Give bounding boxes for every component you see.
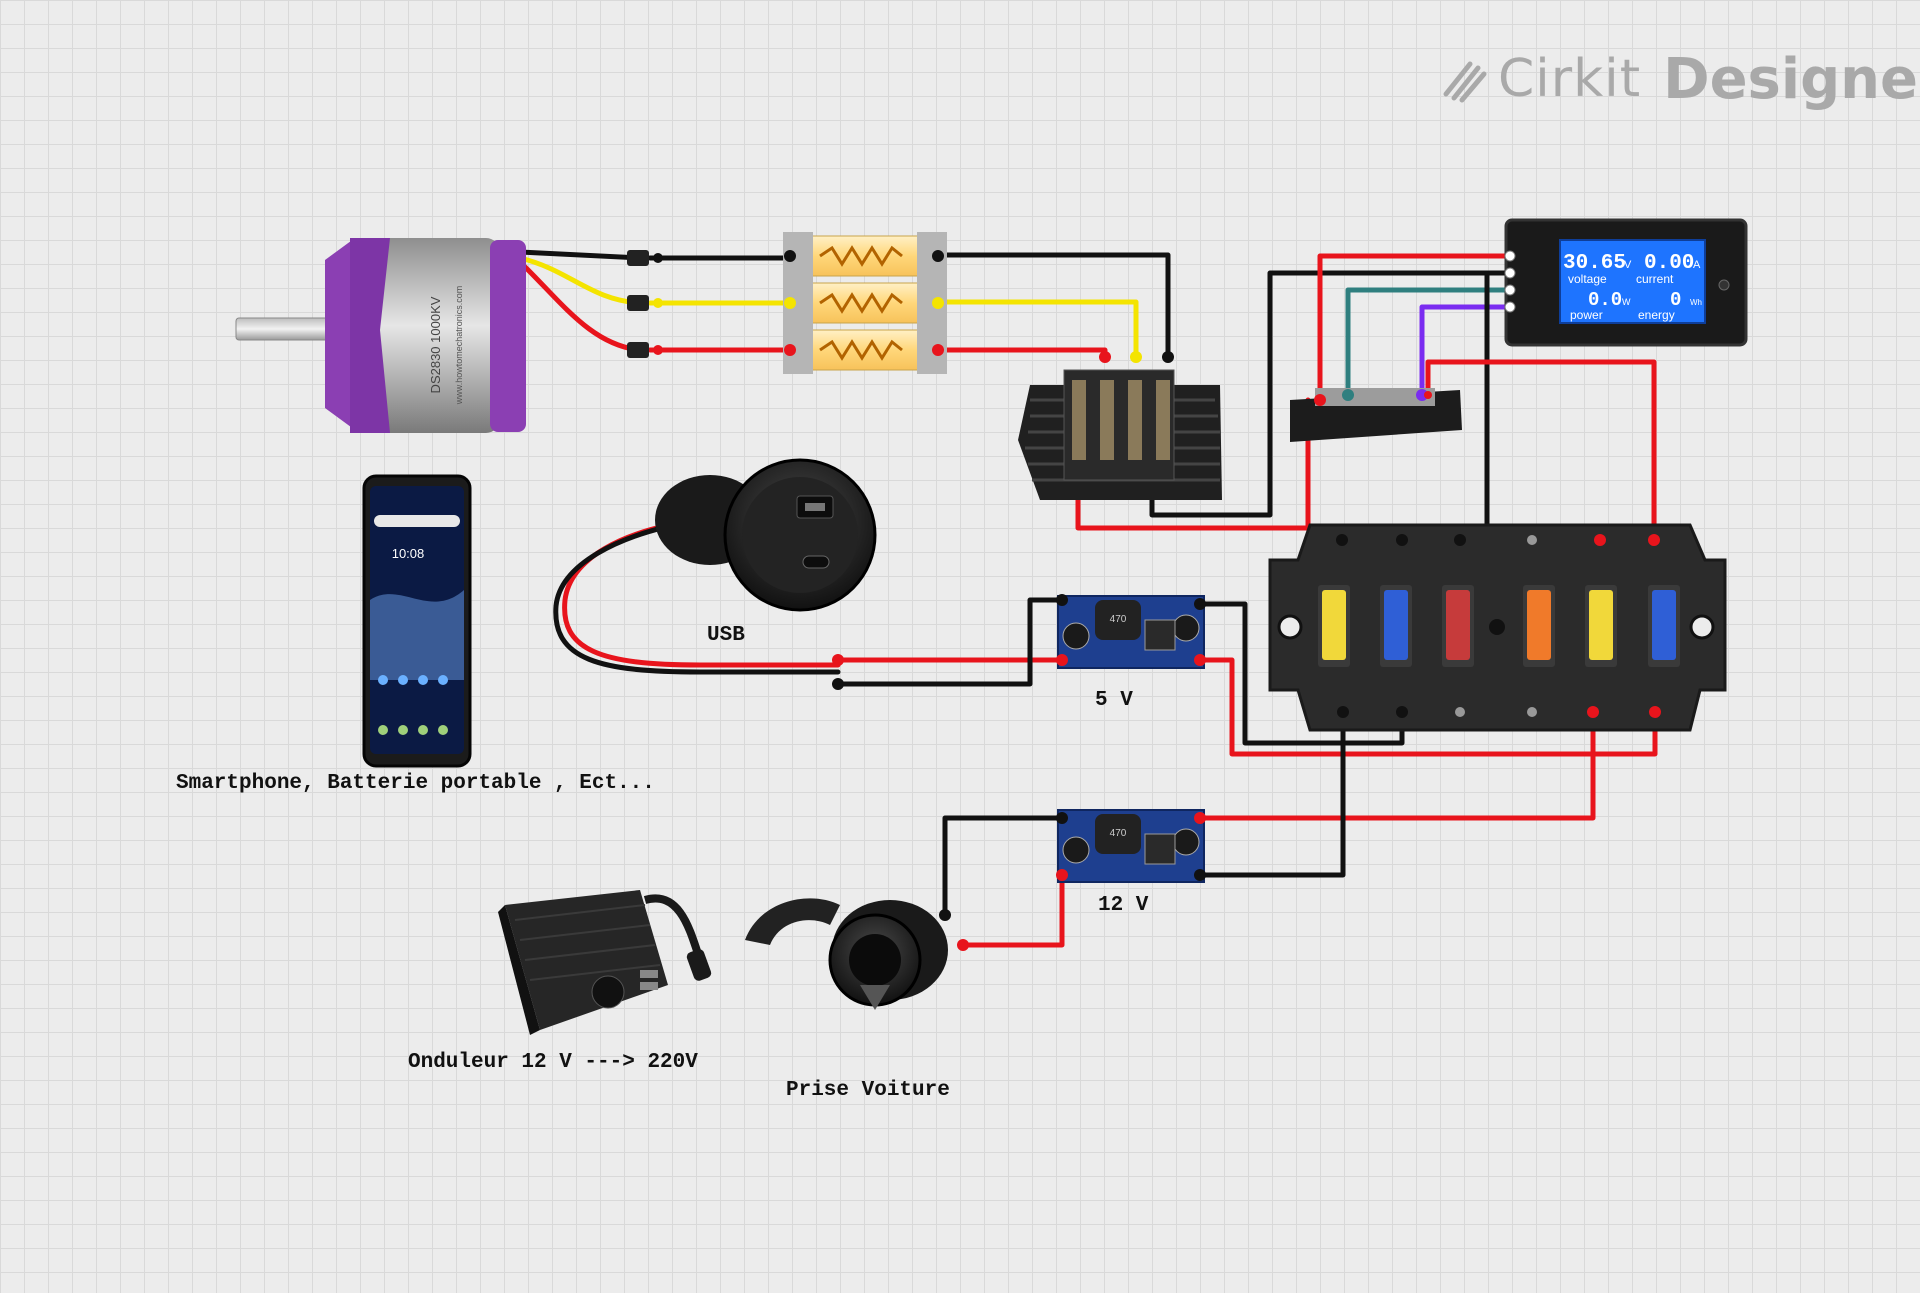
meter-power-value: 0.0 xyxy=(1588,289,1622,311)
blade-fuses xyxy=(1318,585,1680,667)
fuse-3[interactable] xyxy=(783,326,947,374)
motor-lead-red xyxy=(517,259,643,353)
buck5-cap-text: 470 xyxy=(1110,614,1127,625)
wire-red-shunt-fusebox xyxy=(1425,359,1657,543)
cirkit-designer-logo: Cirkit Designer xyxy=(1440,44,1920,114)
wire-red-buck5-fusebox xyxy=(1197,657,1658,757)
motor-lead-black xyxy=(517,249,643,261)
fuse-box[interactable] xyxy=(1268,523,1727,732)
power-meter[interactable]: 30.65 V 0.00 A voltage current 0.0 W 0 W… xyxy=(1504,218,1748,347)
meter-current-unit: A xyxy=(1693,259,1701,271)
smartphone[interactable]: 10:08 xyxy=(362,474,472,768)
label-buck-12v: 12 V xyxy=(1098,894,1149,917)
wire-black-buck5-fusebox xyxy=(1197,601,1405,746)
wire-black-fuse-rectifier xyxy=(935,252,1171,360)
fuse-1[interactable] xyxy=(783,232,947,280)
wire-purple-shunt-meter xyxy=(1419,304,1513,398)
meter-energy-value: 0 xyxy=(1670,289,1681,311)
wire-red-buck12-socket xyxy=(960,872,1065,948)
brushless-motor[interactable]: DS2830 1000KV www.howtomechatronics.com xyxy=(235,238,663,433)
brand-name-light: Cirkit xyxy=(1498,49,1642,109)
cirkit-logo-icon xyxy=(1443,61,1487,103)
meter-voltage-label: voltage xyxy=(1568,272,1607,286)
meter-power-unit: W xyxy=(1622,297,1631,307)
buck-converter-12v[interactable]: 470 xyxy=(1056,809,1206,883)
meter-current-label: current xyxy=(1636,272,1674,286)
car-socket[interactable] xyxy=(745,898,969,1010)
motor-lead-yellow xyxy=(517,255,643,306)
phone-clock: 10:08 xyxy=(392,546,425,561)
meter-energy-label: energy xyxy=(1638,308,1675,322)
label-smartphone: Smartphone, Batterie portable , Ect... xyxy=(176,772,655,795)
bridge-rectifier[interactable] xyxy=(1018,351,1222,500)
label-buck-5v: 5 V xyxy=(1095,689,1133,712)
usb-cable-black xyxy=(553,517,841,675)
motor-model-text: DS2830 1000KV xyxy=(428,296,443,393)
current-shunt[interactable] xyxy=(1290,388,1462,442)
wire-teal-shunt-meter xyxy=(1345,287,1513,398)
meter-power-label: power xyxy=(1570,308,1603,322)
meter-current-value: 0.00 xyxy=(1644,252,1694,275)
wires xyxy=(517,249,1658,948)
wire-red-fuse-rectifier xyxy=(935,347,1108,360)
meter-voltage-unit: V xyxy=(1624,259,1632,271)
wire-red-buck12-fusebox xyxy=(1197,709,1596,821)
meter-voltage-value: 30.65 xyxy=(1563,252,1626,275)
meter-energy-unit: Wh xyxy=(1690,298,1702,307)
wire-yellow-fuse-rectifier xyxy=(935,299,1139,360)
brand-name-bold: Designer xyxy=(1663,46,1920,112)
wire-black-buck12-fusebox xyxy=(1197,709,1346,878)
buck-converter-5v[interactable]: 470 xyxy=(1056,594,1206,669)
usb-socket[interactable] xyxy=(655,458,877,690)
label-car-socket: Prise Voiture xyxy=(786,1079,950,1102)
buck12-cap-text: 470 xyxy=(1110,828,1127,839)
label-inverter: Onduleur 12 V ---> 220V xyxy=(408,1051,698,1074)
wire-red-shunt-meter xyxy=(1317,253,1513,403)
inverter-12v-220v[interactable] xyxy=(498,890,713,1035)
wire-black-buck12-socket xyxy=(942,815,1065,918)
wire-black-usb-buck5 xyxy=(837,597,1065,687)
label-usb: USB xyxy=(707,624,745,647)
inline-fuses[interactable] xyxy=(783,232,947,374)
motor-site-text: www.howtomechatronics.com xyxy=(454,286,464,406)
fuse-2[interactable] xyxy=(783,279,947,327)
